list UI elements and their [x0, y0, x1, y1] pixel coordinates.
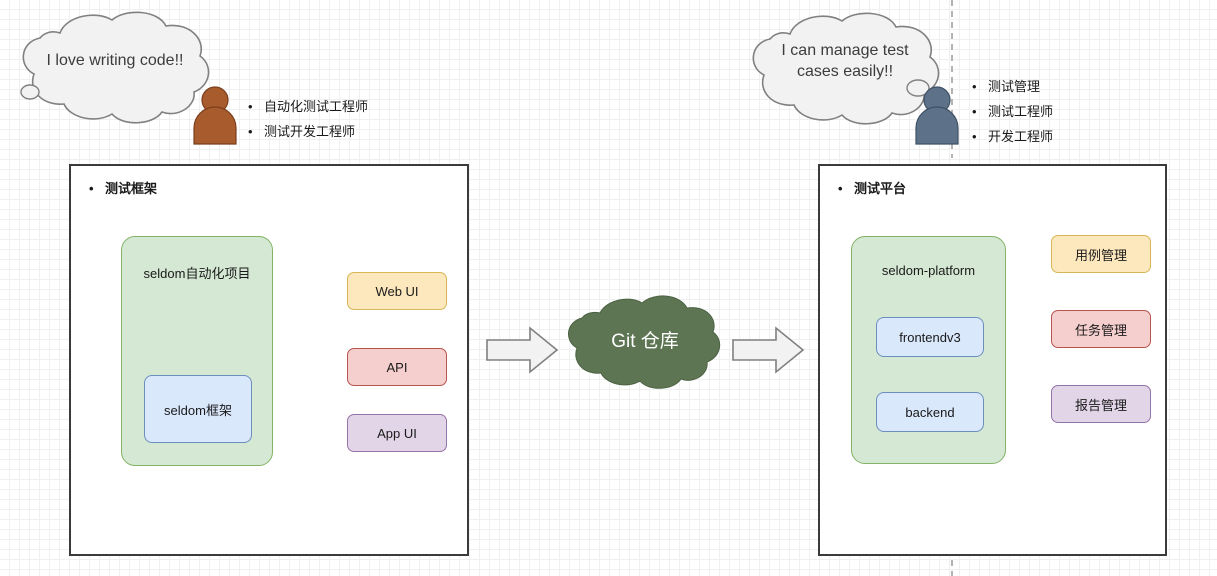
left-bubble-text: I love writing code!!: [46, 52, 184, 69]
seldom-project-group: seldom自动化项目 seldom框架: [121, 236, 273, 466]
page-title-right: 测试平台: [838, 178, 906, 197]
seldom-project-label: seldom自动化项目: [143, 266, 251, 281]
backend-node[interactable]: backend: [876, 392, 984, 432]
seldom-framework-node[interactable]: seldom框架: [144, 375, 252, 443]
left-actor-roles: 自动化测试工程师 测试开发工程师: [246, 94, 368, 144]
test-platform-panel: 测试平台 seldom-platform frontendv3 backend …: [818, 164, 1167, 556]
frontendv3-node[interactable]: frontendv3: [876, 317, 984, 357]
block-arrow-right-icon-2: [732, 326, 805, 374]
output-node-task-management[interactable]: 任务管理: [1051, 310, 1151, 348]
git-repository-label: Git 仓库: [611, 331, 679, 352]
right-bubble-text: I can manage test cases easily!!: [781, 42, 909, 80]
output-node-web-ui[interactable]: Web UI: [347, 272, 447, 310]
list-item: 测试开发工程师: [246, 119, 368, 144]
block-arrow-right-icon-1: [486, 326, 559, 374]
person-icon-left: [193, 86, 237, 145]
output-node-app-ui[interactable]: App UI: [347, 414, 447, 452]
right-actor-roles: 测试管理 测试工程师 开发工程师: [970, 74, 1053, 149]
page-title-left: 测试框架: [89, 178, 157, 197]
output-node-report-management[interactable]: 报告管理: [1051, 385, 1151, 423]
list-item: 测试工程师: [970, 99, 1053, 124]
person-icon-right: [915, 86, 959, 145]
output-node-case-management[interactable]: 用例管理: [1051, 235, 1151, 273]
list-item: 测试管理: [970, 74, 1053, 99]
list-item: 开发工程师: [970, 124, 1053, 149]
test-framework-panel: 测试框架 seldom自动化项目 seldom框架 Web UI API App…: [69, 164, 469, 556]
seldom-platform-group: seldom-platform frontendv3 backend: [851, 236, 1006, 464]
list-item: 自动化测试工程师: [246, 94, 368, 119]
seldom-platform-label: seldom-platform: [881, 263, 976, 278]
output-node-api[interactable]: API: [347, 348, 447, 386]
